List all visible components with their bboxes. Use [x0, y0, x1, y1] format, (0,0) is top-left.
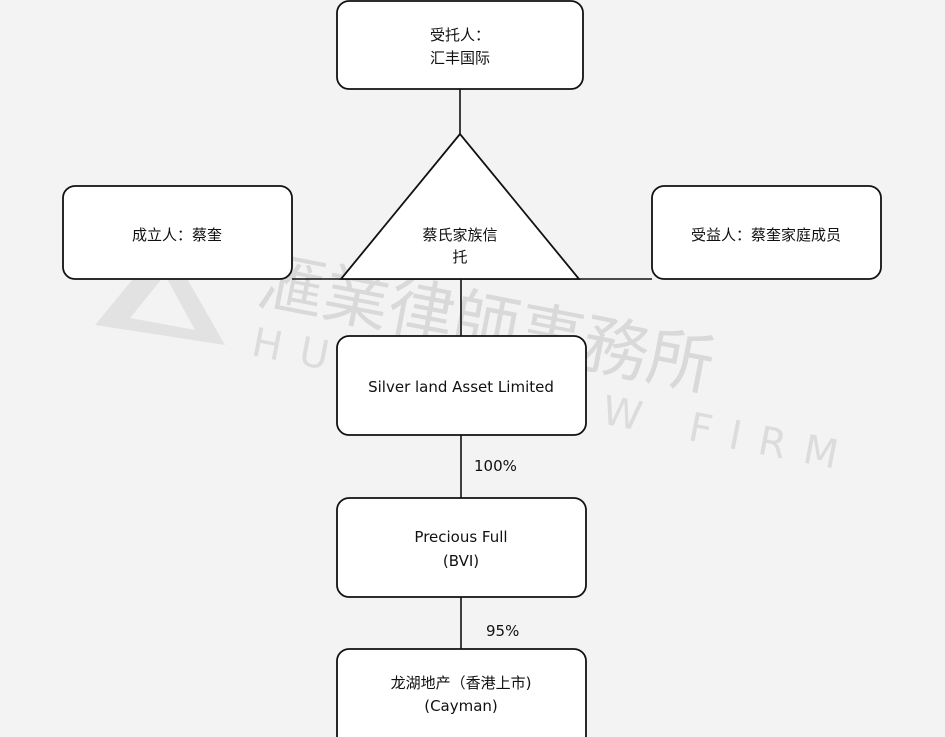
- silverland-node: Silver land Asset Limited: [336, 335, 587, 436]
- trustee-node: 受托人： 汇丰国际: [336, 0, 584, 90]
- ownership-percent-100: 100%: [474, 457, 517, 475]
- precious-label-line2: (BVI): [443, 552, 479, 570]
- precious-node: Precious Full (BVI): [336, 497, 587, 598]
- trust-label-line2: 托: [452, 248, 467, 266]
- longfor-node: 龙湖地产（香港上市) (Cayman): [336, 648, 587, 737]
- longfor-label-line2: (Cayman): [424, 697, 498, 715]
- ownership-percent-95: 95%: [486, 622, 519, 640]
- settlor-node: 成立人：蔡奎: [62, 185, 293, 280]
- watermark-logo-icon: [95, 240, 225, 345]
- trustee-label-line2: 汇丰国际: [430, 49, 490, 67]
- trust-node: 蔡氏家族信 托: [339, 132, 581, 280]
- precious-label-line1: Precious Full: [414, 528, 507, 546]
- trust-label-line1: 蔡氏家族信: [422, 226, 497, 244]
- settlor-label: 成立人：蔡奎: [132, 226, 222, 244]
- beneficiary-label: 受益人：蔡奎家庭成员: [691, 226, 841, 244]
- silverland-label: Silver land Asset Limited: [368, 378, 554, 396]
- trustee-label-line1: 受托人：: [430, 26, 490, 44]
- beneficiary-node: 受益人：蔡奎家庭成员: [651, 185, 882, 280]
- longfor-label-line1: 龙湖地产（香港上市): [391, 674, 532, 692]
